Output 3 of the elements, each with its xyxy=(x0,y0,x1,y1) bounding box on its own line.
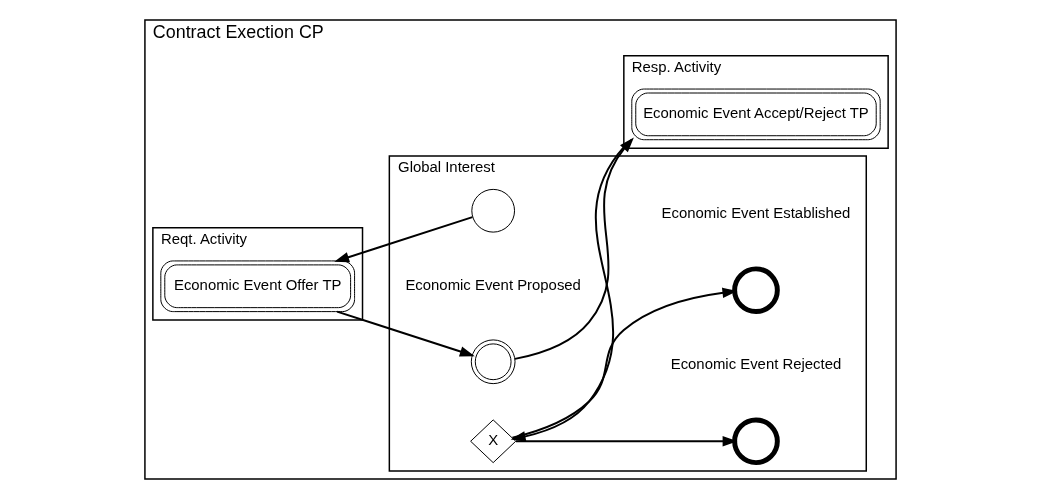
node-label: Economic Event Established xyxy=(661,205,850,222)
node-label: Economic Event Rejected xyxy=(670,356,841,373)
node-label: Economic Event Proposed xyxy=(404,276,581,293)
